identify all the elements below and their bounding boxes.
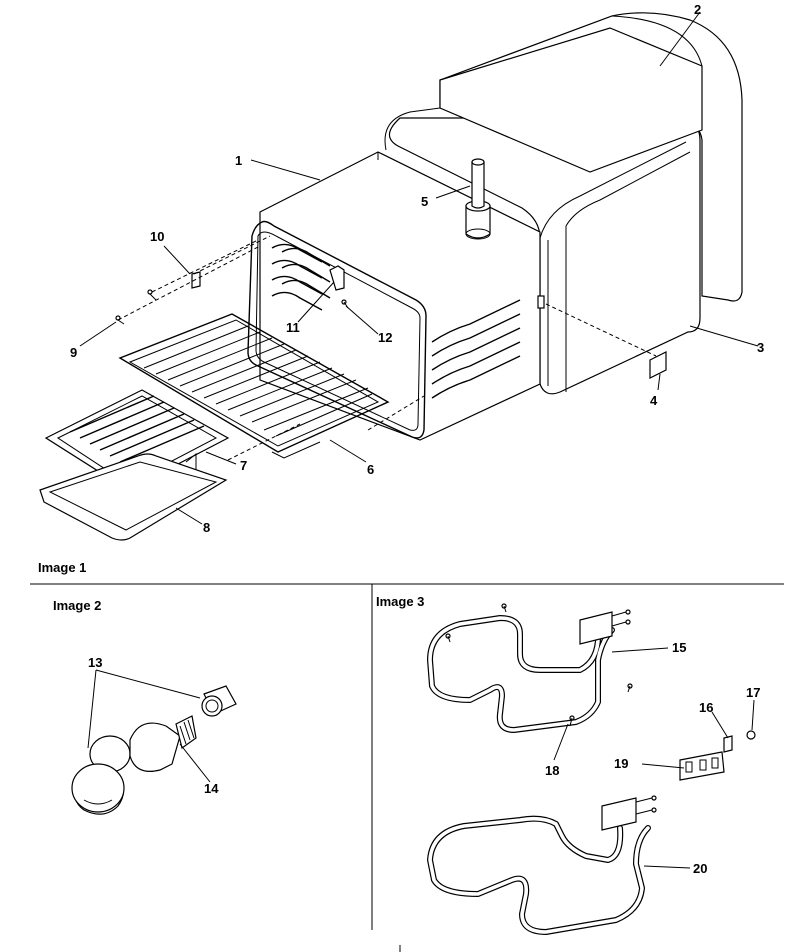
top-insulation-blanket xyxy=(439,12,743,302)
bracket-11-12 xyxy=(329,265,349,309)
element-nut xyxy=(746,730,756,740)
part-label-10: 10 xyxy=(150,229,164,244)
screw-18 xyxy=(445,603,633,727)
screw-9 xyxy=(115,289,157,325)
oven-rack xyxy=(118,313,390,459)
broil-element xyxy=(427,609,631,733)
part-label-8: 8 xyxy=(203,520,210,535)
part-label-2: 2 xyxy=(694,2,701,17)
broil-pan xyxy=(39,453,228,541)
part-label-17: 17 xyxy=(746,685,760,700)
part-label-16: 16 xyxy=(699,700,713,715)
light-lens-cover xyxy=(71,735,131,815)
part-label-7: 7 xyxy=(240,458,247,473)
light-socket-ring xyxy=(201,685,237,717)
image3-caption: Image 3 xyxy=(376,594,424,609)
bracket-4 xyxy=(649,351,667,379)
part-label-13: 13 xyxy=(88,655,102,670)
bake-element xyxy=(427,795,657,935)
part-label-12: 12 xyxy=(378,330,392,345)
part-label-14: 14 xyxy=(204,781,219,796)
part-label-19: 19 xyxy=(614,756,628,771)
light-bulb xyxy=(129,715,197,772)
part-label-3: 3 xyxy=(757,340,764,355)
part-label-5: 5 xyxy=(421,194,428,209)
vent-tube xyxy=(465,158,491,240)
part-label-20: 20 xyxy=(693,861,707,876)
part-label-9: 9 xyxy=(70,345,77,360)
image1-caption: Image 1 xyxy=(38,560,86,575)
part-label-18: 18 xyxy=(545,763,559,778)
part-label-15: 15 xyxy=(672,640,686,655)
insulation-wrap xyxy=(384,107,701,395)
part-label-6: 6 xyxy=(367,462,374,477)
image3-panel: Image 3 xyxy=(376,594,760,935)
image2-caption: Image 2 xyxy=(53,598,101,613)
part-label-1: 1 xyxy=(235,153,242,168)
image2-panel: Image 2 13 14 xyxy=(53,598,237,815)
part-label-4: 4 xyxy=(650,393,658,408)
terminal-block xyxy=(679,751,725,781)
part-label-11: 11 xyxy=(286,320,300,335)
element-bracket xyxy=(723,735,733,753)
image1-panel: 1 2 3 4 5 6 7 8 9 10 11 12 Image 1 xyxy=(38,2,764,575)
bracket-10 xyxy=(191,271,201,289)
